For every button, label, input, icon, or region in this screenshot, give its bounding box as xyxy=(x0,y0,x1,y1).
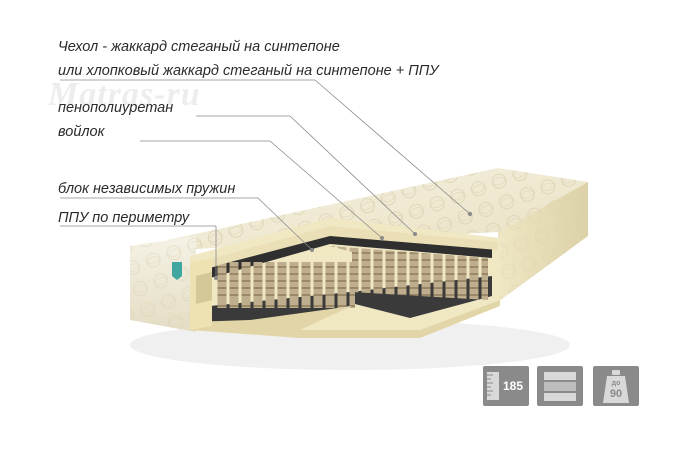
label-spring-block: блок независимых пружин xyxy=(58,181,236,197)
layer-bar xyxy=(544,382,576,391)
weight-value: 90 xyxy=(609,388,623,400)
layer-bar xyxy=(544,372,576,380)
label-polyurethane: пенополиуретан xyxy=(58,100,174,116)
weight-icon xyxy=(603,370,629,403)
ruler-icon xyxy=(487,372,499,400)
label-cover-alt: или хлопковый жаккард стеганый на синтеп… xyxy=(58,63,439,79)
label-felt: войлок xyxy=(58,124,105,140)
watermark: Matras-ru xyxy=(48,76,201,113)
height-value: 185 xyxy=(503,379,524,393)
firmness-badge xyxy=(537,366,583,406)
weight-prefix: до xyxy=(611,380,621,387)
label-perimeter-foam: ППУ по периметру xyxy=(58,210,190,226)
label-cover: Чехол - жаккард стеганый на синтепоне xyxy=(58,39,340,55)
weight-badge: до 90 xyxy=(593,366,639,406)
height-badge: 185 xyxy=(483,366,529,406)
layer-bar xyxy=(544,393,576,401)
